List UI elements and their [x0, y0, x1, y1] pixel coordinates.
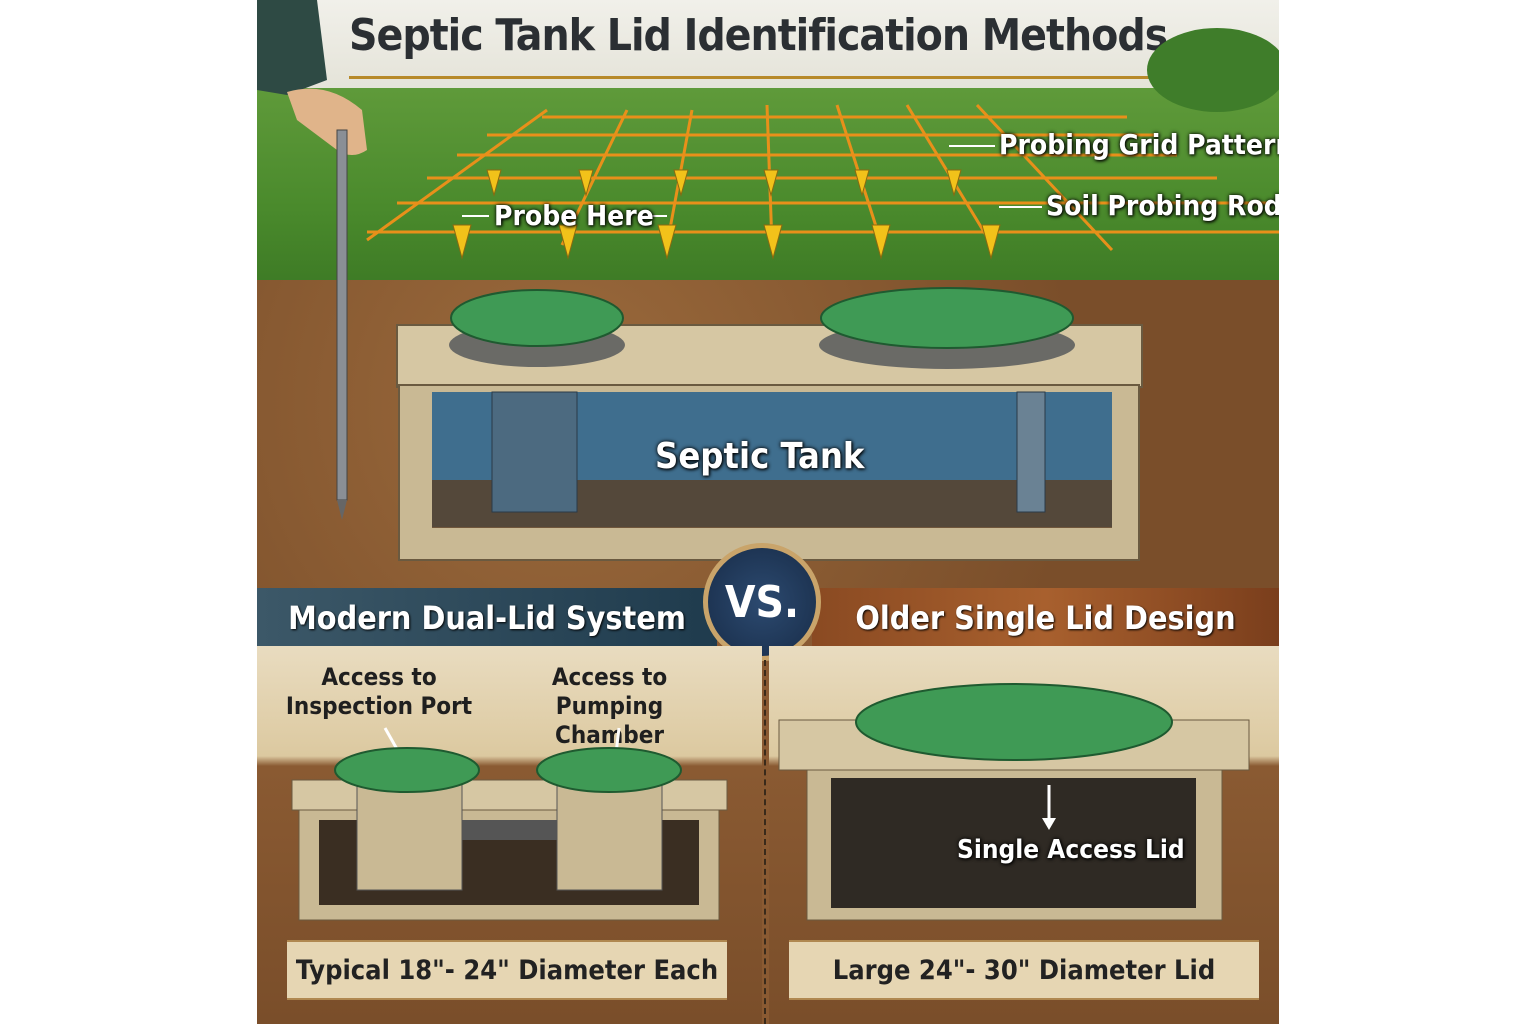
label-septic-tank: Septic Tank	[655, 436, 865, 477]
banner-modern-dual-lid: Modern Dual-Lid System	[257, 588, 717, 648]
page-title: Septic Tank Lid Identification Methods	[349, 10, 1168, 61]
dual-lid-illustration	[291, 727, 728, 921]
inlet-riser	[491, 391, 578, 513]
single-lid-illustration	[778, 683, 1250, 921]
tree	[1147, 28, 1279, 112]
outlet-pipe	[1016, 391, 1046, 513]
hand	[287, 88, 367, 155]
sleeve	[257, 0, 327, 95]
single-large-lid	[855, 683, 1173, 761]
banner-older-single-lid: Older Single Lid Design	[812, 588, 1279, 648]
connecting-pipe	[457, 820, 567, 840]
soil-probing-rod	[336, 129, 348, 501]
lid-pumping-chamber	[536, 747, 682, 793]
caption-dual-lid-diameter: Typical 18"- 24" Diameter Each	[287, 940, 727, 1000]
callout-pumping-chamber: Access to Pumping Chamber	[551, 663, 668, 749]
label-single-access-lid: Single Access Lid	[957, 835, 1185, 865]
lid-small	[450, 289, 624, 347]
label-soil-probing-rod: Soil Probing Rod	[1046, 189, 1279, 222]
callout-inspection-port: Access to Inspection Port	[285, 663, 473, 720]
caption-single-lid-diameter: Large 24"- 30" Diameter Lid	[789, 940, 1259, 1000]
lid-large	[820, 287, 1074, 349]
label-probing-grid: Probing Grid Pattern	[999, 128, 1279, 161]
title-underline	[349, 76, 1219, 79]
panel-divider	[764, 660, 766, 1024]
infographic: Septic Tank Lid Identification Methods	[257, 0, 1279, 1024]
probe-arrows	[452, 169, 1001, 260]
top-illustration	[257, 0, 1279, 561]
lid-inspection-port	[334, 747, 480, 793]
vs-badge: VS.	[703, 543, 821, 661]
label-probe-here: Probe Here	[494, 199, 654, 232]
